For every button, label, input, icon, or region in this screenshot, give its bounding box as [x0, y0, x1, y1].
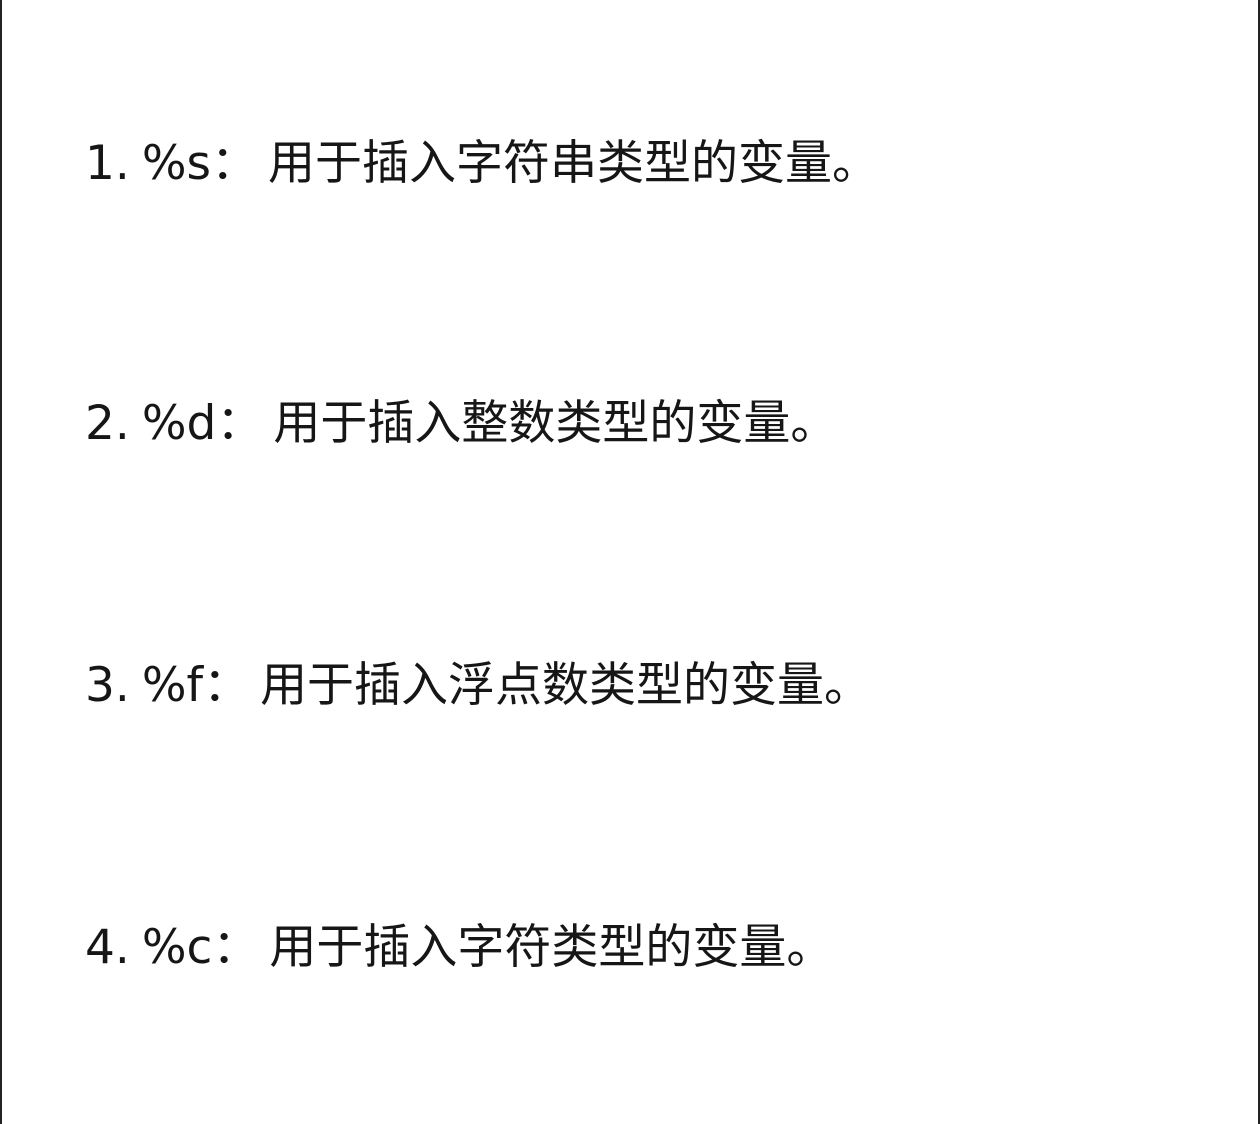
- format-code: %f: [141, 658, 204, 713]
- separator: ：: [216, 396, 264, 451]
- item-description: 用于插入字符类型的变量。: [269, 920, 834, 975]
- separator: ：: [203, 658, 251, 713]
- item-number: 3.: [85, 658, 130, 713]
- format-code: %d: [141, 396, 217, 451]
- list-item: 4.%c：用于插入字符类型的变量。: [85, 918, 833, 978]
- format-code: %c: [141, 920, 213, 975]
- list-item: 1.%s：用于插入字符串类型的变量。: [85, 134, 879, 194]
- item-description: 用于插入整数类型的变量。: [273, 396, 838, 451]
- item-number: 2.: [85, 396, 130, 451]
- item-number: 4.: [85, 920, 130, 975]
- format-code: %s: [141, 136, 211, 191]
- list-item: 3.%f：用于插入浮点数类型的变量。: [85, 656, 871, 716]
- separator: ：: [212, 920, 260, 975]
- item-number: 1.: [85, 136, 130, 191]
- item-description: 用于插入浮点数类型的变量。: [260, 658, 872, 713]
- list-item: 2.%d：用于插入整数类型的变量。: [85, 394, 837, 454]
- item-description: 用于插入字符串类型的变量。: [268, 136, 879, 191]
- separator: ：: [211, 136, 258, 191]
